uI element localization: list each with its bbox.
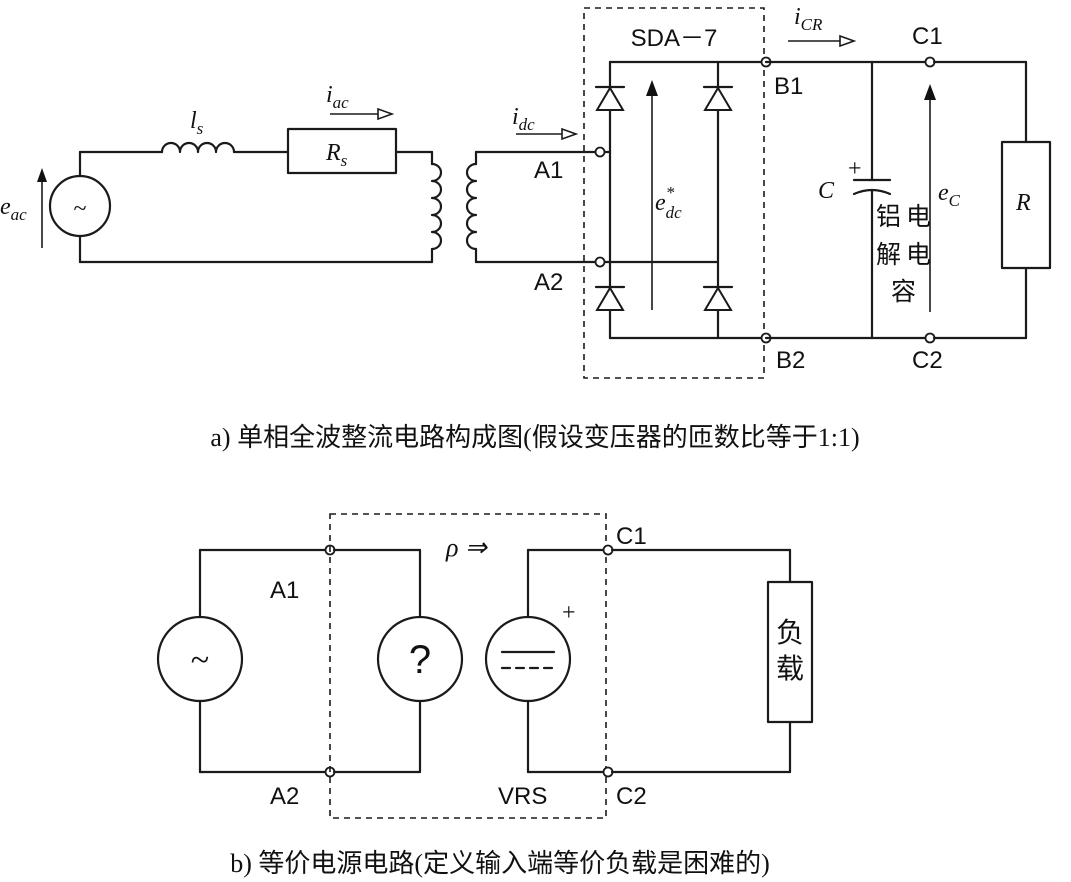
vrs-label: VRS bbox=[498, 783, 547, 810]
load-char-2: 载 bbox=[776, 652, 804, 685]
diagram-b: ~ A1 A2 ? ρ ⇒ + VRS C1 C2 bbox=[156, 513, 814, 878]
cap-label: C bbox=[818, 178, 835, 204]
edc-label: edc* bbox=[655, 183, 682, 222]
node-b-a1-label: A1 bbox=[270, 577, 299, 604]
inductor-label: ls bbox=[190, 108, 204, 138]
cap-plus: + bbox=[848, 156, 862, 182]
diode-d1 bbox=[594, 85, 626, 111]
transformer bbox=[430, 150, 478, 264]
node-a1 bbox=[594, 146, 606, 158]
node-b-c1-label: C1 bbox=[616, 523, 647, 550]
ec-label: eC bbox=[938, 180, 961, 210]
node-b-c2-label: C2 bbox=[616, 783, 647, 810]
sine-symbol: ~ bbox=[74, 196, 87, 222]
sine-symbol-b: ~ bbox=[191, 642, 209, 679]
capacitor-c: + bbox=[848, 60, 892, 340]
load-char-1: 负 bbox=[776, 616, 804, 649]
icr-arrow-icon bbox=[839, 34, 857, 48]
source-label: eac bbox=[0, 194, 27, 224]
iac-arrow-icon bbox=[377, 107, 395, 121]
diagram-a: ~ eac ls Rs iac bbox=[0, 4, 1052, 452]
idc-arrow-icon bbox=[561, 127, 579, 141]
current-idc-label: idc bbox=[512, 104, 535, 134]
cap-text-5: 容 bbox=[891, 277, 916, 306]
node-b2-label: B2 bbox=[776, 347, 805, 374]
source-arrow-icon bbox=[37, 168, 47, 182]
cap-text-3: 电 bbox=[906, 202, 931, 231]
current-iac-label: iac bbox=[326, 82, 349, 112]
ec-arrow-icon bbox=[924, 84, 936, 100]
diode-d2 bbox=[702, 85, 734, 111]
cap-text-1: 铝 bbox=[876, 202, 901, 231]
resistor-label: Rs bbox=[325, 140, 348, 170]
node-a2 bbox=[594, 256, 606, 268]
edc-arrow-icon bbox=[646, 80, 658, 96]
diode-d4 bbox=[702, 285, 734, 311]
diode-d3 bbox=[594, 285, 626, 311]
vrs-source bbox=[484, 615, 572, 703]
load-label: R bbox=[1015, 190, 1031, 216]
node-c1-label: C1 bbox=[912, 23, 943, 50]
node-a2-label: A2 bbox=[534, 269, 563, 296]
node-b-a2-label: A2 bbox=[270, 783, 299, 810]
rho-label: ρ ⇒ bbox=[445, 533, 488, 562]
cap-text-2: 解 bbox=[876, 240, 901, 269]
equivalent-box bbox=[329, 513, 607, 819]
inductor-ls bbox=[160, 141, 236, 154]
node-c2-label: C2 bbox=[912, 347, 943, 374]
node-a1-label: A1 bbox=[534, 157, 563, 184]
unknown-symbol: ? bbox=[409, 638, 431, 682]
current-icr-label: iCR bbox=[794, 4, 823, 34]
caption-a: a) 单相全波整流电路构成图(假设变压器的匝数比等于1:1) bbox=[210, 423, 859, 452]
sda7-module-box bbox=[583, 7, 765, 379]
vrs-plus: + bbox=[562, 600, 576, 626]
caption-b: b) 等价电源电路(定义输入端等价负载是困难的) bbox=[230, 849, 769, 878]
node-b1-label: B1 bbox=[774, 73, 803, 100]
module-label: SDA－7 bbox=[631, 25, 718, 52]
ac-source: ~ eac bbox=[0, 150, 112, 264]
cap-text-4: 电 bbox=[906, 240, 931, 269]
